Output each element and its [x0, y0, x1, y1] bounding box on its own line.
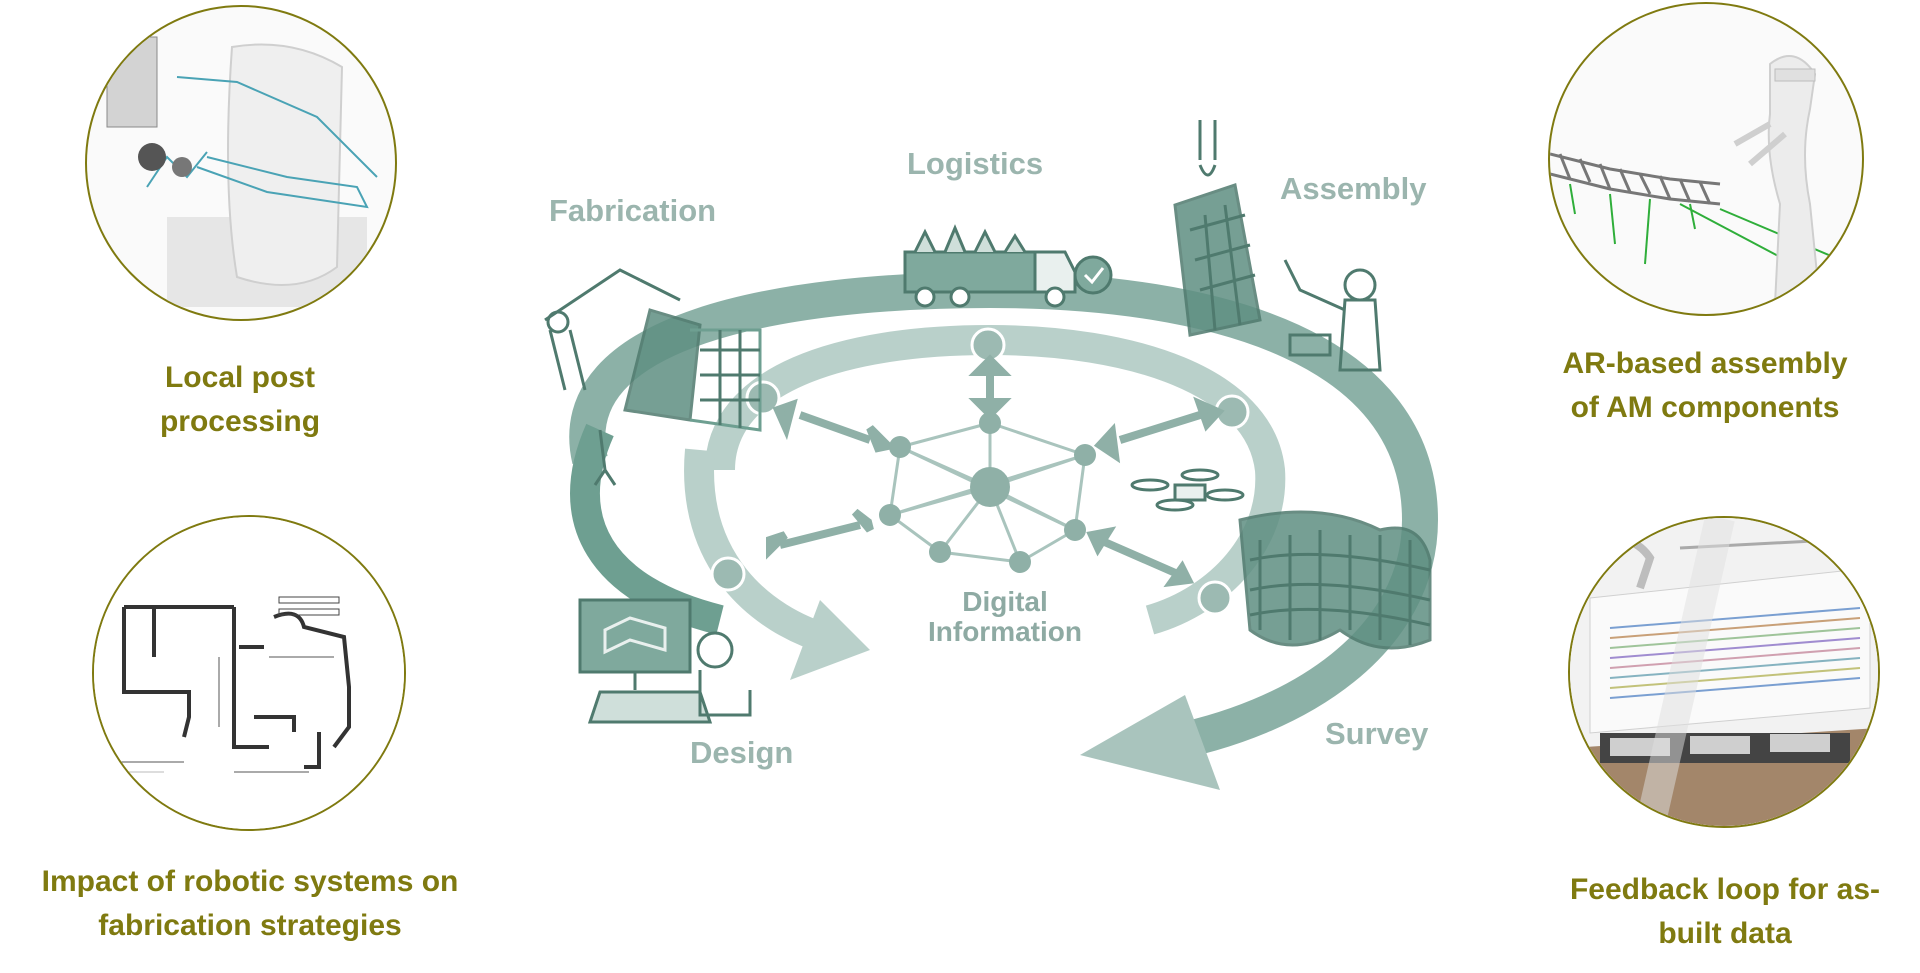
- floor-plan-drawing: [94, 517, 404, 829]
- inner-cycle-arrowhead: [790, 600, 870, 680]
- caption-line1: AR-based assembly: [1562, 347, 1848, 380]
- caption-ar-based-assembly: AR-based assembly of AM components: [1535, 342, 1875, 430]
- post-processing-render: [106, 36, 378, 307]
- center-label-digital-information: Digital Information: [925, 587, 1085, 647]
- panel-circle-local-post-processing: [85, 5, 397, 321]
- ring-node-fabrication: [745, 380, 781, 416]
- caption-line2: built data: [1658, 917, 1792, 950]
- ring-node-survey: [1197, 580, 1233, 616]
- panel-circle-floor-plan: [92, 515, 406, 831]
- stage-label-survey: Survey: [1325, 716, 1429, 751]
- ar-assembly-render: [1550, 55, 1851, 305]
- caption-line2: processing: [159, 405, 321, 438]
- fabrication-robot-illustration: [544, 268, 762, 486]
- caption-local-post-processing: Local post processing: [75, 356, 405, 444]
- caption-line2: of AM components: [1570, 391, 1840, 424]
- survey-illustration: [1130, 468, 1432, 650]
- stage-label-design: Design: [690, 735, 794, 770]
- logistics-truck-illustration: [903, 224, 1113, 308]
- double-arrows: [766, 354, 1225, 588]
- center-label-line1: Digital: [962, 586, 1048, 617]
- stage-label-assembly: Assembly: [1280, 171, 1427, 206]
- stage-label-fabrication: Fabrication: [549, 193, 717, 228]
- design-illustration: [578, 598, 752, 724]
- ring-node-design: [710, 556, 746, 592]
- panel-circle-feedback-loop: [1568, 516, 1880, 828]
- caption-line1: Impact of robotic systems on: [41, 865, 459, 898]
- stage-label-logistics: Logistics: [907, 146, 1044, 181]
- caption-feedback-loop: Feedback loop for as- built data: [1555, 868, 1895, 956]
- center-label-line2: Information: [928, 616, 1082, 647]
- ring-node-logistics: [970, 327, 1006, 363]
- outer-cycle-arrowhead: [1080, 695, 1220, 790]
- caption-line1: Local post: [164, 361, 315, 394]
- panel-circle-ar-assembly: [1548, 2, 1864, 316]
- feedback-loop-render: [1570, 518, 1878, 826]
- caption-impact-robotic-systems: Impact of robotic systems on fabrication…: [15, 860, 485, 948]
- network-nodes: [879, 412, 1096, 573]
- caption-line2: fabrication strategies: [98, 909, 402, 942]
- assembly-illustration: [1173, 120, 1382, 372]
- caption-line1: Feedback loop for as-: [1569, 873, 1881, 906]
